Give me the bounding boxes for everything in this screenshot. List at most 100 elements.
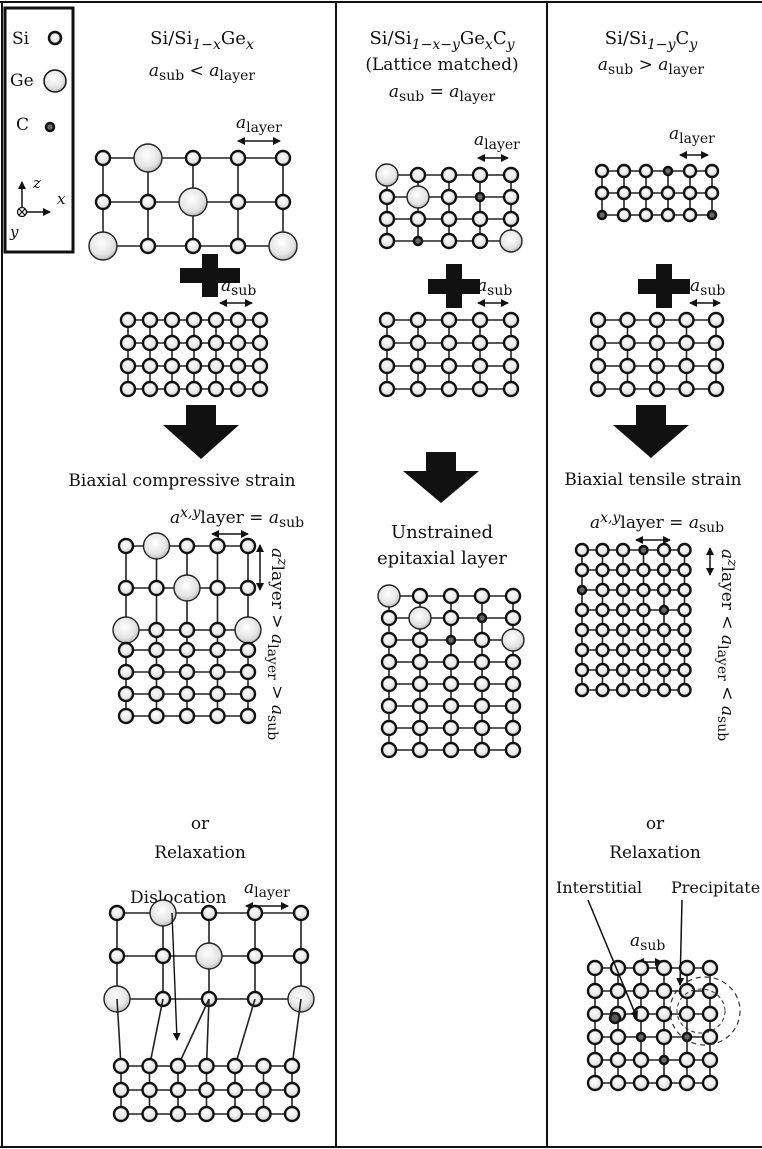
si-atom	[595, 622, 610, 638]
si-atom	[616, 163, 632, 179]
si-atom	[502, 311, 520, 329]
si-atom	[148, 663, 165, 681]
si-atom	[682, 163, 698, 179]
si-atom	[380, 631, 398, 649]
si-atom	[619, 334, 636, 352]
si-atom	[678, 959, 696, 977]
legend-ge-label: Ge	[10, 71, 34, 91]
si-atom	[378, 210, 396, 228]
si-atom	[574, 622, 590, 638]
si-atom	[677, 682, 692, 698]
si-atom	[589, 357, 607, 375]
col3-down-arrow-icon	[613, 405, 689, 458]
si-atom	[178, 685, 196, 703]
si-atom	[141, 1081, 158, 1099]
si-atom	[409, 380, 427, 398]
col2-condition: asub = alayer	[389, 82, 496, 105]
legend-si-label: Si	[12, 29, 30, 49]
col1-dislocation-label: Dislocation	[130, 888, 227, 908]
si-atom	[380, 653, 398, 671]
si-atom	[609, 1051, 627, 1069]
si-atom	[119, 311, 137, 329]
col3-strain-label: Biaxial tensile strain	[564, 470, 741, 490]
si-atom	[586, 1005, 604, 1023]
col3-strained-lattice	[574, 542, 692, 698]
svg-text:azlayer > alayer > asub: azlayer > alayer > asub	[264, 548, 290, 740]
si-atom	[595, 582, 610, 598]
si-atom	[94, 193, 112, 211]
col3-precipitate-outline	[669, 976, 741, 1046]
si-atom	[411, 587, 429, 605]
si-atom	[94, 149, 112, 167]
column-sic: Si/Si1−yCy asub > alayer alayer asub Bia…	[556, 28, 760, 1092]
col3-plus-icon	[638, 264, 690, 308]
svg-text:alayer: alayer	[669, 124, 715, 147]
axis-y-label: y	[9, 223, 19, 241]
svg-text:asub: asub	[477, 276, 512, 299]
ge-atom	[406, 185, 430, 209]
si-atom	[117, 579, 135, 597]
column-sigec: Si/Si1−x−yGexCy (Lattice matched) asub =…	[365, 28, 525, 759]
si-atom	[704, 185, 720, 201]
ge-atom	[88, 231, 118, 261]
si-atom	[502, 334, 520, 352]
si-atom	[586, 982, 604, 1000]
col2-epitaxial-lattice	[377, 584, 525, 759]
col1-relaxed-lattice	[103, 899, 315, 1123]
si-atom	[229, 311, 247, 329]
si-atom	[380, 741, 398, 759]
si-atom	[586, 1028, 604, 1046]
si-atom	[609, 1074, 627, 1092]
si-atom	[678, 1074, 696, 1092]
si-atom	[632, 1074, 650, 1092]
si-atom	[141, 311, 159, 329]
si-atom	[473, 741, 491, 759]
col1-title: Si/Si1−xGex	[150, 28, 254, 53]
c-atom	[596, 209, 608, 221]
si-atom	[471, 232, 489, 250]
si-atom	[185, 357, 203, 375]
col3-precipitate-label: Precipitate	[671, 878, 760, 897]
si-atom	[108, 947, 126, 965]
si-atom	[229, 357, 247, 375]
si-atom	[473, 675, 491, 693]
si-atom	[471, 334, 489, 352]
si-atom	[411, 675, 429, 693]
si-atom	[255, 1081, 272, 1099]
si-atom	[619, 357, 636, 375]
si-atom	[595, 602, 610, 618]
si-atom	[701, 1051, 719, 1069]
si-atom	[615, 642, 631, 658]
si-atom	[504, 697, 522, 715]
ge-atom	[408, 606, 432, 630]
si-atom	[589, 380, 607, 398]
si-atom	[574, 642, 590, 658]
si-atom	[198, 1081, 215, 1099]
si-atom	[473, 631, 491, 649]
si-atom	[251, 380, 269, 398]
si-atom	[251, 311, 269, 329]
si-atom	[119, 334, 137, 352]
si-atom	[594, 163, 610, 179]
col1-substrate-lattice	[119, 311, 269, 398]
si-atom	[178, 707, 196, 725]
col3-asub-label: asub	[689, 276, 725, 307]
si-atom	[655, 959, 673, 977]
c-atom	[576, 584, 588, 596]
si-atom	[148, 579, 165, 597]
si-atom	[655, 1005, 673, 1023]
si-atom	[504, 587, 522, 605]
si-atom	[378, 188, 396, 206]
col2-substrate-lattice	[378, 311, 520, 398]
svg-text:asub: asub	[630, 931, 665, 954]
si-atom	[198, 1105, 215, 1123]
si-atom	[574, 662, 590, 678]
si-atom	[678, 380, 695, 398]
si-atom	[251, 357, 269, 375]
interstitial-c-atom	[608, 1011, 622, 1025]
legend: Si Ge C z x y	[9, 29, 67, 241]
si-atom	[209, 707, 226, 725]
si-atom	[701, 1074, 719, 1092]
si-atom	[660, 185, 676, 201]
si-atom	[595, 682, 610, 698]
